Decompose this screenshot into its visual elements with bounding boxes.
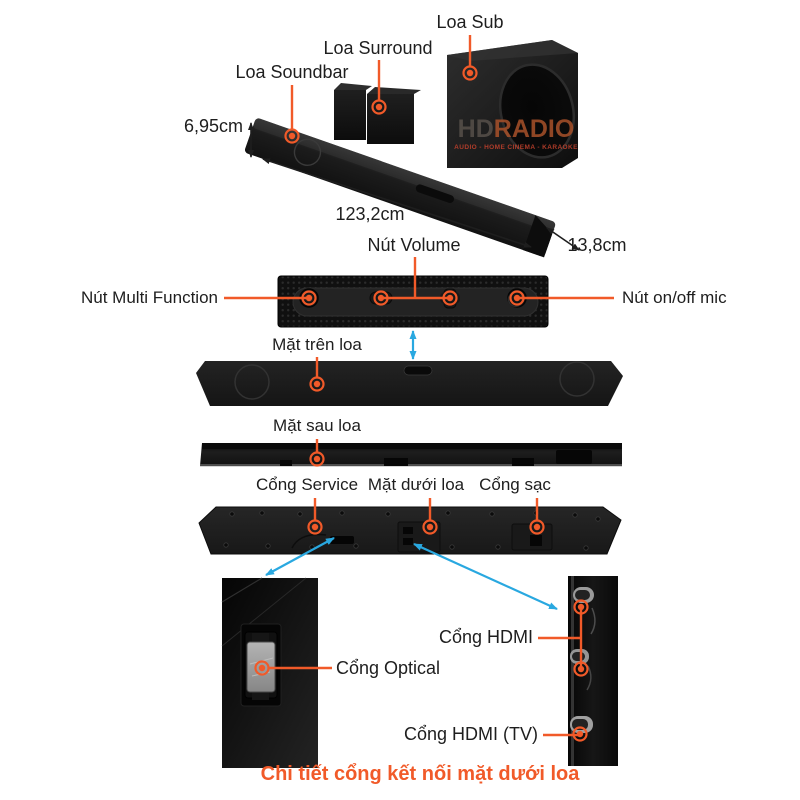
blue-arrows <box>265 330 558 611</box>
label-mat-duoi-loa: Mặt dưới loa <box>367 475 465 494</box>
label-dim-depth: 13,8cm <box>567 235 627 255</box>
caption-detail-ports: Chi tiết cổng kết nối mặt dưới loa <box>260 763 580 785</box>
label-cong-hdmi: Cổng HDMI <box>438 627 533 647</box>
surround-speakers-image <box>334 83 421 144</box>
label-cong-service: Cổng Service <box>255 475 359 494</box>
optical-port-detail-image <box>221 577 318 768</box>
soundbar-top-view-image <box>196 361 623 406</box>
orange-callout-dots <box>254 65 589 742</box>
label-nut-multi-function: Nút Multi Function <box>81 288 218 307</box>
label-nut-volume: Nút Volume <box>367 235 461 255</box>
hdmi-ports-detail-image <box>568 576 618 766</box>
label-loa-sub: Loa Sub <box>436 12 504 32</box>
label-dim-length: 123,2cm <box>335 204 405 224</box>
label-mat-tren-loa: Mặt trên loa <box>272 335 362 354</box>
label-cong-optical: Cổng Optical <box>336 658 441 678</box>
label-loa-soundbar: Loa Soundbar <box>235 62 349 82</box>
label-dim-height: 6,95cm <box>183 116 243 136</box>
label-cong-sac: Cổng sạc <box>479 475 551 494</box>
hdradio-logo: HDRADIO <box>457 115 575 143</box>
top-panel-image <box>277 275 549 328</box>
label-cong-hdmi-tv: Cổng HDMI (TV) <box>403 724 538 744</box>
hdradio-tagline: AUDIO - HOME CINEMA - KARAOKE <box>454 144 578 151</box>
label-mat-sau-loa: Mặt sau loa <box>273 416 361 435</box>
hdradio-watermark: HDRADIO AUDIO - HOME CINEMA - KARAOKE <box>438 117 594 152</box>
label-loa-surround: Loa Surround <box>323 38 433 58</box>
soundbar-bottom-view-image <box>198 506 622 555</box>
label-nut-mic: Nút on/off mic <box>622 288 727 307</box>
soundbar-back-view-image <box>200 443 622 467</box>
